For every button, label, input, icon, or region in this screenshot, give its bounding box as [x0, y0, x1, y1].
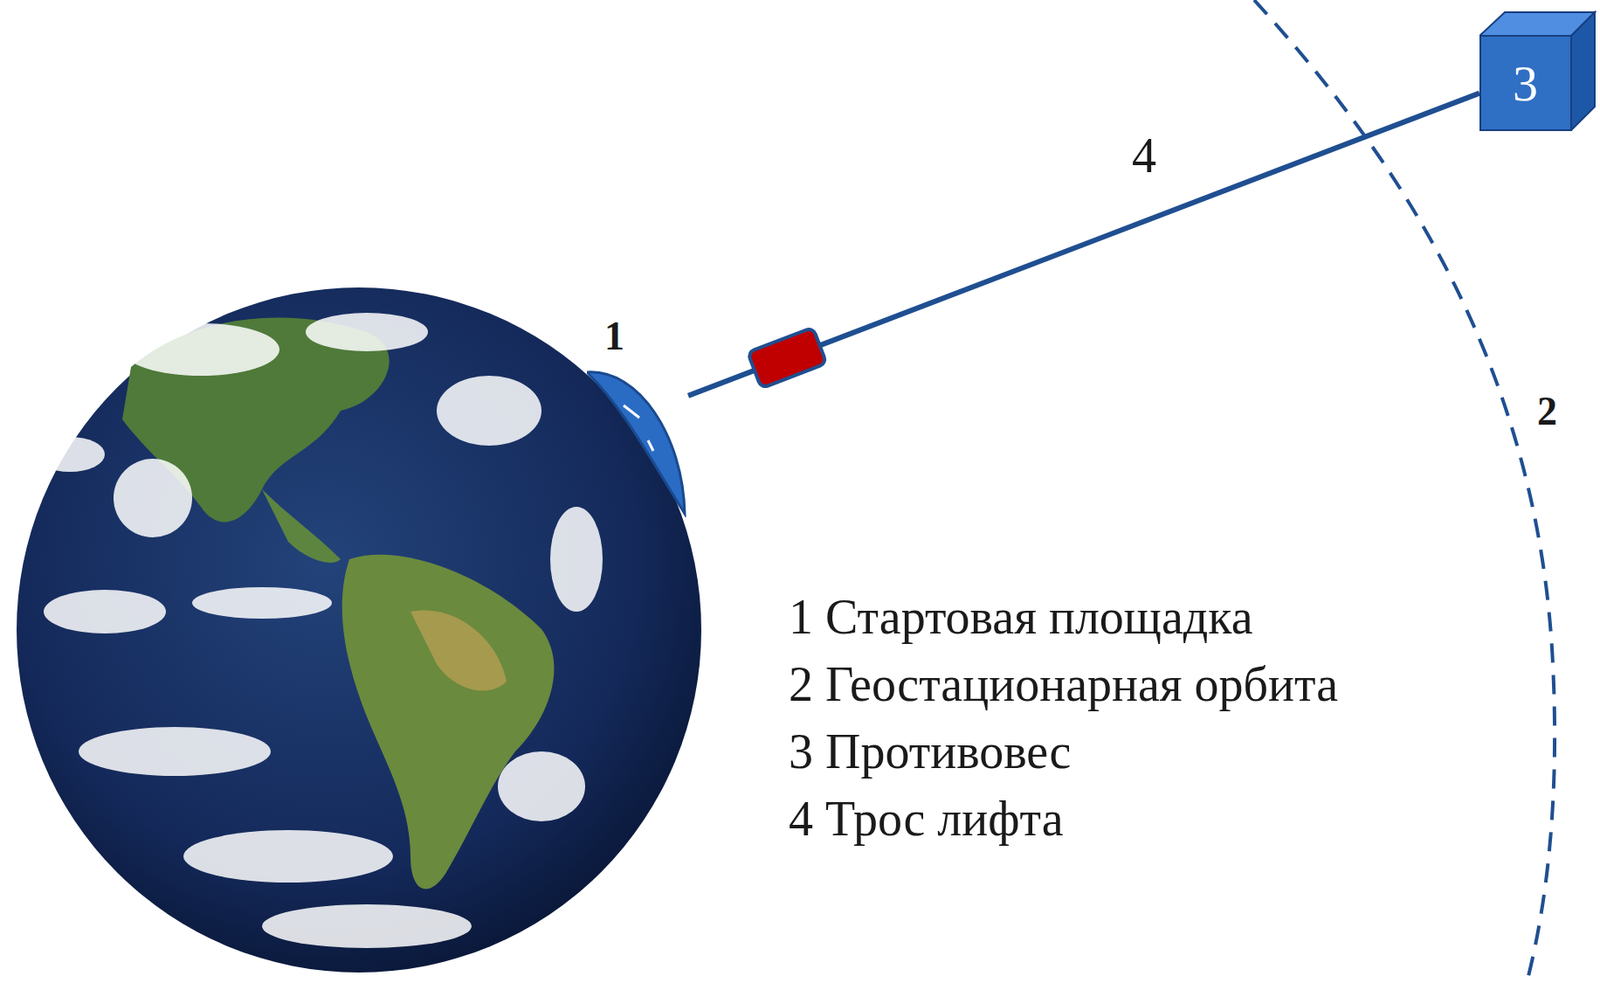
- legend-text: 4 Трос лифта: [788, 785, 1400, 853]
- callout-number: 1: [604, 314, 625, 359]
- elevator-cable: [688, 93, 1480, 396]
- callout-number: 2: [1537, 377, 1581, 445]
- callout-number: 4: [1131, 122, 1185, 190]
- climber: [747, 327, 827, 389]
- launch-platform-shape: [586, 314, 689, 518]
- launch-platform: 1: [586, 314, 689, 518]
- box-number: 3: [1479, 35, 1572, 132]
- legend-text: 3 Противовес: [788, 717, 1400, 786]
- legend-text: 1 Стартовая площадка: [788, 583, 1400, 651]
- legend-text: 2 Геостационарная орбита: [788, 650, 1400, 718]
- counterweight-cube: 3: [1479, 10, 1597, 132]
